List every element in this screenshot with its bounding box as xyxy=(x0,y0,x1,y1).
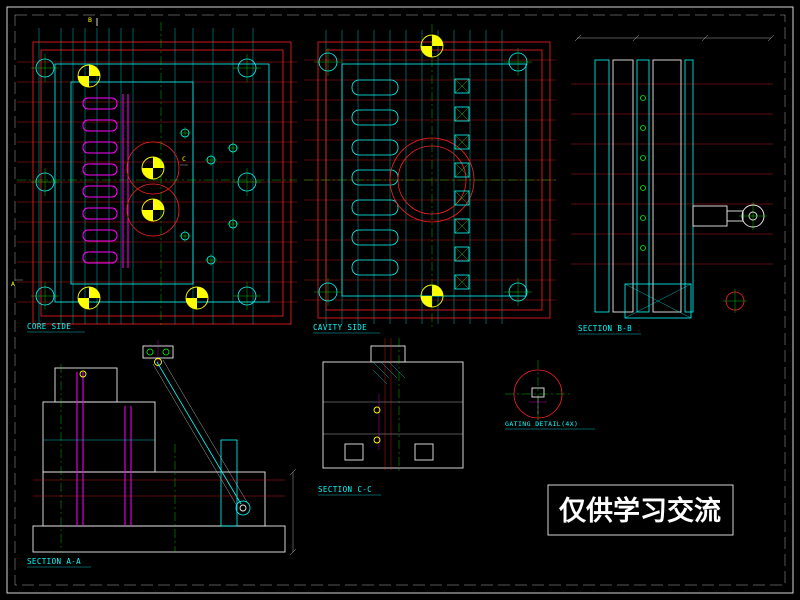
cavity-side-view: CAVITY SIDE xyxy=(304,24,556,334)
section-bb-label: SECTION B-B xyxy=(578,324,632,333)
section-mark-c: C xyxy=(182,155,186,163)
section-bb-view: SECTION B-B xyxy=(571,34,775,335)
gating-detail-label: GATING DETAIL(4X) xyxy=(505,420,578,428)
section-mark-a: A xyxy=(11,280,15,288)
watermark-text: 仅供学习交流 xyxy=(559,495,721,527)
section-cc-label: SECTION C-C xyxy=(318,485,372,494)
section-aa-view: SECTION A-A xyxy=(27,340,297,568)
core-side-label: CORE SIDE xyxy=(27,322,71,331)
sheet-border xyxy=(6,6,794,594)
gating-detail-view: GATING DETAIL(4X) xyxy=(505,360,595,430)
section-mark-b: B xyxy=(88,16,92,24)
section-cc-view: SECTION C-C xyxy=(318,338,464,496)
section-aa-label: SECTION A-A xyxy=(27,557,81,566)
watermark-box: 仅供学习交流 xyxy=(547,484,734,536)
cavity-side-label: CAVITY SIDE xyxy=(313,323,367,332)
core-side-view: B C A CORE SIDE xyxy=(11,16,297,333)
